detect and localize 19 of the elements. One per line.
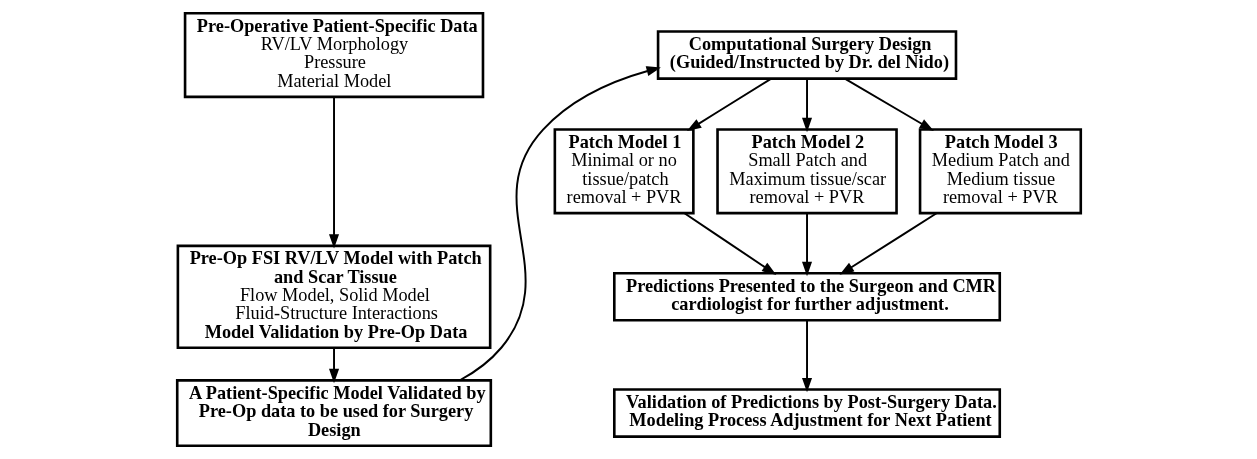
node-box: Patch Model 3 Medium Patch and Medium tissue removal + PVR <box>918 128 1082 215</box>
arrow <box>686 77 772 132</box>
node-box: Pre-Operative Patient-Specific Data RV/LV Morphology Pressure Material Model <box>183 11 484 99</box>
arrow <box>801 212 812 277</box>
node-box: Computational Surgery Design (Guided/Instructed by Dr. del Nido) <box>656 30 957 80</box>
arrow <box>328 95 339 249</box>
node-box: Patch Model 1 Minimal or no tissue/patch removal + PVR <box>553 128 695 215</box>
node-box: Predictions Presented to the Surgeon and CMR cardiologist for further adjustment. <box>612 271 1001 322</box>
node-box: Patch Model 2 Small Patch and Maximum tissue/scar removal + PVR <box>715 128 898 215</box>
arrow <box>458 66 661 382</box>
arrow <box>328 346 339 384</box>
node-box: A Patient-Specific Model Validated by Pre-Op data to be used for Surgery Design <box>175 379 492 448</box>
arrow <box>801 77 812 133</box>
node-box: Validation of Predictions by Post-Surgery Data. Modeling Process Adjustment for Next Patient <box>612 388 1001 438</box>
arrow <box>801 319 812 393</box>
arrow <box>683 212 776 275</box>
node-box: Pre-Op FSI RV/LV Model with Patch and Scar Tissue Flow Model, Solid Model Fluid-Structure Interactions Model Validation by Pre-Op Data <box>176 244 491 350</box>
arrow <box>843 77 934 131</box>
arrow <box>839 212 938 275</box>
